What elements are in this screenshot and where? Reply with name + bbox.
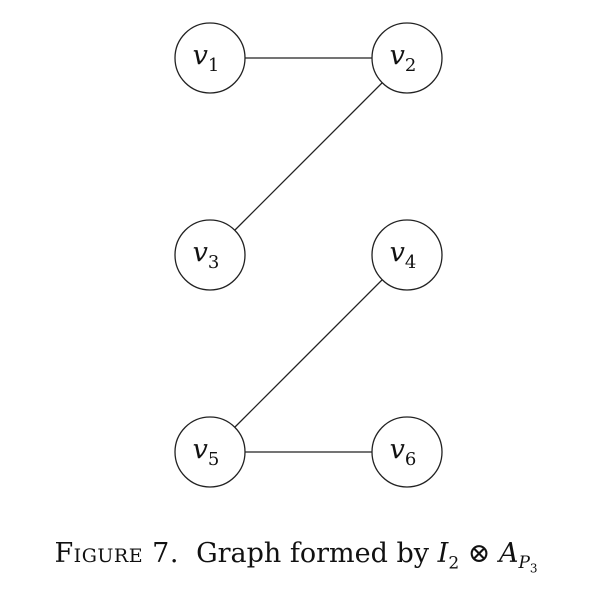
- figure-caption: Figure 7. Graph formed by I2 ⊗ AP3: [0, 538, 592, 576]
- node-v3: v3: [174, 219, 246, 291]
- math-a-subsubscript: 3: [529, 561, 538, 576]
- node-v6: v6: [371, 416, 443, 488]
- math-i-subscript: 2: [448, 553, 460, 574]
- math-a-subscript: P: [518, 553, 530, 574]
- node-circle-v6: [371, 416, 443, 488]
- node-v5: v5: [174, 416, 246, 488]
- math-a: A: [498, 538, 519, 569]
- graph-diagram: v1 v2 v3 v4 v5 v6: [174, 22, 443, 488]
- node-circle-v5: [174, 416, 246, 488]
- node-circle-v1: [174, 22, 246, 94]
- edge-v2-v3: [234, 82, 383, 231]
- node-subscript-v4: 4: [405, 252, 416, 273]
- figure-label: Figure 7.: [54, 538, 179, 569]
- node-subscript-v6: 6: [405, 449, 416, 470]
- node-subscript-v1: 1: [208, 55, 219, 76]
- tensor-operator: ⊗: [467, 538, 491, 569]
- node-subscript-v5: 5: [208, 449, 219, 470]
- node-v4: v4: [371, 219, 443, 291]
- edges-layer: [234, 57, 383, 453]
- nodes-layer: v1 v2 v3 v4 v5 v6: [174, 22, 443, 488]
- edge-v4-v5: [234, 279, 383, 428]
- node-circle-v3: [174, 219, 246, 291]
- node-subscript-v3: 3: [208, 252, 219, 273]
- caption-text: Graph formed by: [196, 538, 430, 569]
- node-subscript-v2: 2: [405, 55, 416, 76]
- node-v2: v2: [371, 22, 443, 94]
- math-i: I: [437, 538, 449, 569]
- node-circle-v4: [371, 219, 443, 291]
- node-v1: v1: [174, 22, 246, 94]
- node-circle-v2: [371, 22, 443, 94]
